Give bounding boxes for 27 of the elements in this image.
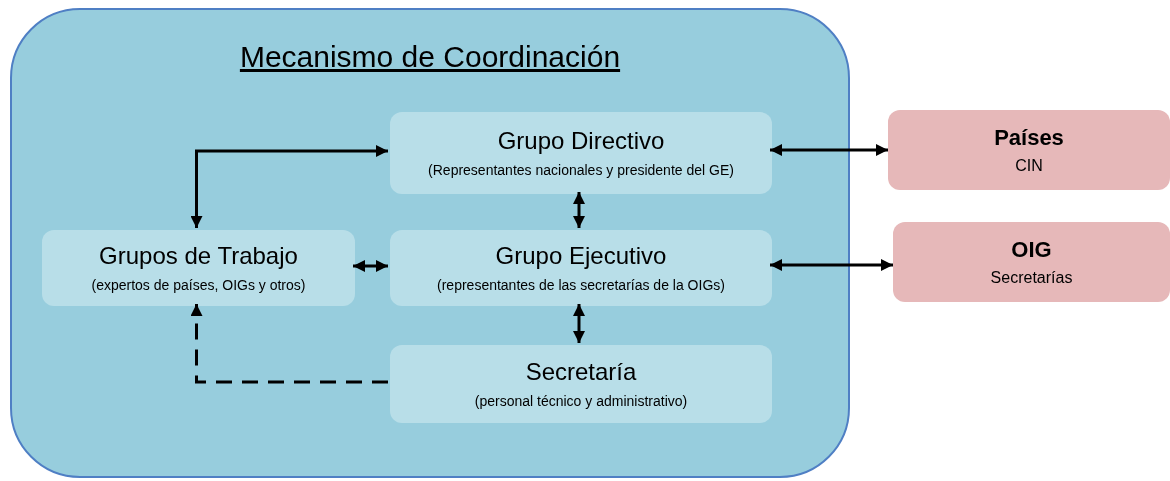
box-title: OIG: [1011, 236, 1052, 264]
box-subtitle: (personal técnico y administrativo): [474, 393, 688, 411]
process-box: [390, 230, 772, 306]
entity-box: [888, 110, 1170, 190]
box-title: Países: [994, 124, 1064, 152]
group-panel: [10, 8, 850, 478]
box-subtitle: Secretarías: [990, 267, 1073, 288]
panel-title: Mecanismo de Coordinación: [239, 39, 621, 75]
arrow: [190, 145, 388, 228]
arrow: [770, 259, 893, 271]
box-subtitle: (expertos de países, OIGs y otros): [91, 277, 306, 295]
arrow: [573, 192, 585, 228]
box-title: Grupo Ejecutivo: [495, 241, 667, 272]
arrow: [353, 260, 388, 272]
process-box: [42, 230, 355, 306]
arrow: [770, 144, 888, 156]
box-subtitle: (Representantes nacionales y presidente del GE): [428, 162, 734, 180]
box-subtitle: (representantes de las secretarías de la OIGs): [437, 277, 725, 295]
box-title: Grupos de Trabajo: [99, 241, 298, 272]
entity-box: [893, 222, 1170, 302]
box-title: Grupo Directivo: [497, 126, 665, 157]
box-subtitle: CIN: [1015, 155, 1043, 176]
arrow: [190, 304, 388, 384]
arrow: [573, 304, 585, 343]
box-title: Secretaría: [525, 357, 637, 388]
process-box: [390, 345, 772, 423]
process-box: [390, 112, 772, 194]
